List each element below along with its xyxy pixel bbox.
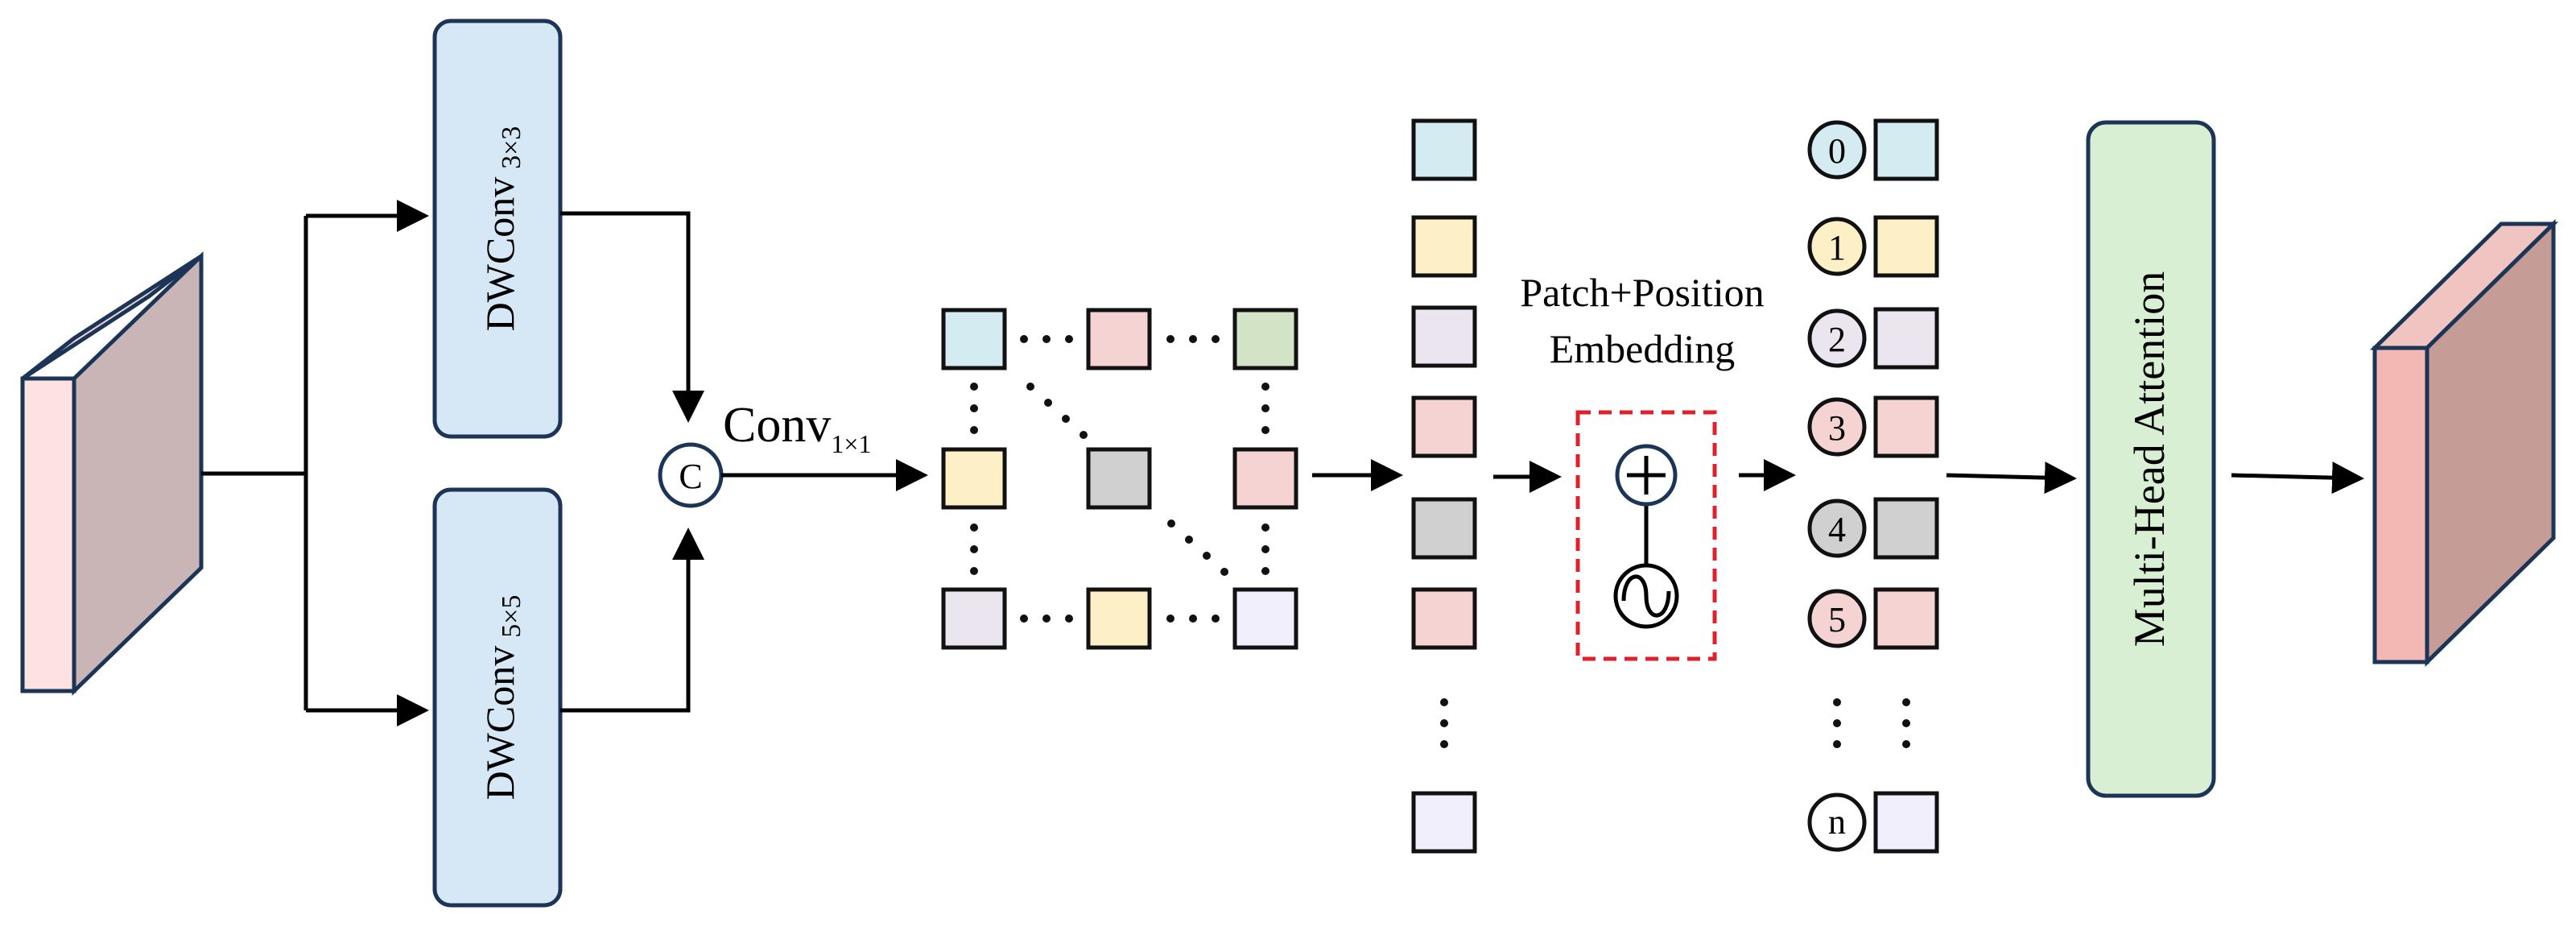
- grid-patch: [1232, 308, 1298, 370]
- circled-plus-icon: [1615, 444, 1678, 507]
- token-5: 5: [1807, 587, 1939, 650]
- dwconv-3x3-box: [432, 19, 563, 439]
- sequence-patch: [1411, 791, 1477, 854]
- input-map-side: [72, 251, 204, 696]
- token-patch: [1873, 215, 1939, 278]
- dwconv-5x5-label: DWConv 5×5: [477, 595, 526, 801]
- embedding-dashed-box: [1575, 410, 1717, 661]
- token-3: 3: [1807, 395, 1939, 458]
- token-2: 2: [1807, 307, 1939, 370]
- grid-ellipsis: [970, 335, 1269, 623]
- dwconv-3x3-label: DWConv 3×3: [477, 126, 526, 332]
- concat-label: C: [679, 457, 702, 496]
- dwconv-5x5-subscript: 5×5: [497, 595, 526, 638]
- input-map-front: [20, 376, 76, 693]
- sequence-ellipsis: [1440, 698, 1448, 748]
- token-n: n: [1807, 791, 1939, 854]
- sequence-patch: [1411, 215, 1477, 278]
- token-0: 0: [1807, 118, 1939, 181]
- sequence-patch: [1411, 118, 1477, 181]
- output-map-front: [2372, 346, 2429, 664]
- grid-patch: [1086, 587, 1152, 650]
- token-patch: [1873, 307, 1939, 370]
- token-patch: [1873, 118, 1939, 181]
- sequence-patch: [1411, 305, 1477, 368]
- grid-patch: [941, 587, 1007, 650]
- attention-label: Multi-Head Attention: [2125, 271, 2174, 647]
- token-patch: [1873, 587, 1939, 650]
- sequence-patch: [1411, 497, 1477, 560]
- dwconv-5x5-box: [432, 487, 563, 908]
- grid-patch: [941, 447, 1007, 510]
- attention-block: Multi-Head Attention: [2086, 120, 2216, 798]
- split-connectors: [201, 200, 429, 726]
- grid-patch: [1232, 587, 1298, 650]
- tokens-to-attention-arrow: [1946, 461, 2077, 495]
- token-index: 3: [1828, 408, 1846, 448]
- token-patch: [1873, 395, 1939, 458]
- embedding-label-line1: Patch+Position: [1520, 270, 1764, 315]
- conv-1x1-label: Conv1×1: [723, 398, 871, 458]
- token-index: 0: [1828, 131, 1846, 171]
- token-4: 4: [1807, 497, 1939, 560]
- concat-node: C: [658, 442, 724, 508]
- grid-patch: [1232, 447, 1298, 510]
- dwconv-3x3-text: DWConv: [477, 177, 522, 332]
- token-index: 2: [1828, 320, 1846, 359]
- token-patch: [1873, 497, 1939, 560]
- input-feature-map: [20, 251, 204, 696]
- grid-patch: [1086, 308, 1152, 370]
- dwconv-5x5-block: DWConv 5×5: [432, 487, 563, 908]
- token-1: 1: [1807, 215, 1939, 278]
- token-index: n: [1828, 802, 1846, 842]
- indexed-tokens: 0 1 2 3 4 5: [1807, 118, 1939, 854]
- grid-patch: [941, 308, 1007, 370]
- dwconv-5x5-text: DWConv: [477, 646, 522, 801]
- sequence-patch: [1411, 395, 1477, 458]
- attention-to-output-arrow: [2231, 461, 2364, 495]
- attention-box: [2086, 120, 2216, 798]
- token-index: 5: [1828, 600, 1846, 639]
- grid-patch: [1086, 447, 1152, 510]
- token-patch: [1873, 791, 1939, 854]
- patch-sequence: [1411, 118, 1477, 854]
- conv-subscript: 1×1: [831, 429, 871, 458]
- conv-text: Conv: [723, 398, 831, 453]
- token-index: 4: [1828, 510, 1846, 549]
- dwconv-3x3-block: DWConv 3×3: [432, 19, 563, 439]
- embedding-label-line2: Embedding: [1550, 326, 1736, 371]
- output-feature-map: [2369, 219, 2559, 667]
- sine-wave-icon: [1613, 563, 1679, 629]
- sequence-patch: [1411, 587, 1477, 650]
- embedding-module: [1575, 410, 1717, 661]
- dwconv-3x3-subscript: 3×3: [497, 126, 526, 169]
- patch-grid: [941, 308, 1298, 650]
- token-index: 1: [1828, 228, 1846, 267]
- token-ellipsis: [1833, 698, 1910, 748]
- merge-connectors: [560, 211, 704, 713]
